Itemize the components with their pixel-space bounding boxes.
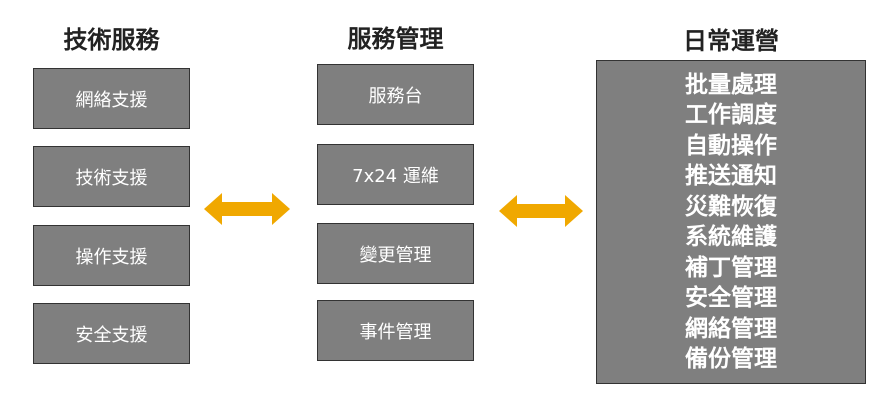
daily-operations-box: 批量處理 工作調度 自動操作 推送通知 災難恢復 系統維護 補丁管理 安全管理 … <box>596 60 866 384</box>
change-management-box: 變更管理 <box>317 223 474 284</box>
service-management-heading: 服務管理 <box>347 25 444 53</box>
operation-support-box: 操作支援 <box>33 225 190 286</box>
security-support-box: 安全支援 <box>33 303 190 364</box>
job-scheduling-item: 工作調度 <box>685 102 777 128</box>
service-desk-box: 服務台 <box>317 64 474 125</box>
automated-operations-item: 自動操作 <box>685 132 777 159</box>
network-support-box: 網絡支援 <box>33 68 190 129</box>
security-management-item: 安全管理 <box>685 285 777 311</box>
ops-24x7-box: 7x24 運維 <box>317 144 474 205</box>
backup-management-item: 備份管理 <box>685 346 777 372</box>
double-headed-arrow-icon <box>204 193 290 225</box>
push-notification-item: 推送通知 <box>685 163 777 189</box>
double-headed-arrow-icon <box>499 195 583 227</box>
daily-operations-heading: 日常運營 <box>683 27 779 55</box>
system-maintenance-item: 系統維護 <box>685 224 777 250</box>
batch-processing-item: 批量處理 <box>685 71 777 98</box>
network-management-item: 網絡管理 <box>685 315 777 342</box>
technical-services-heading: 技術服務 <box>63 26 160 54</box>
technical-support-box: 技術支援 <box>33 146 190 207</box>
patch-management-item: 補丁管理 <box>685 254 777 281</box>
incident-management-box: 事件管理 <box>317 300 474 361</box>
disaster-recovery-item: 災難恢復 <box>685 193 777 220</box>
